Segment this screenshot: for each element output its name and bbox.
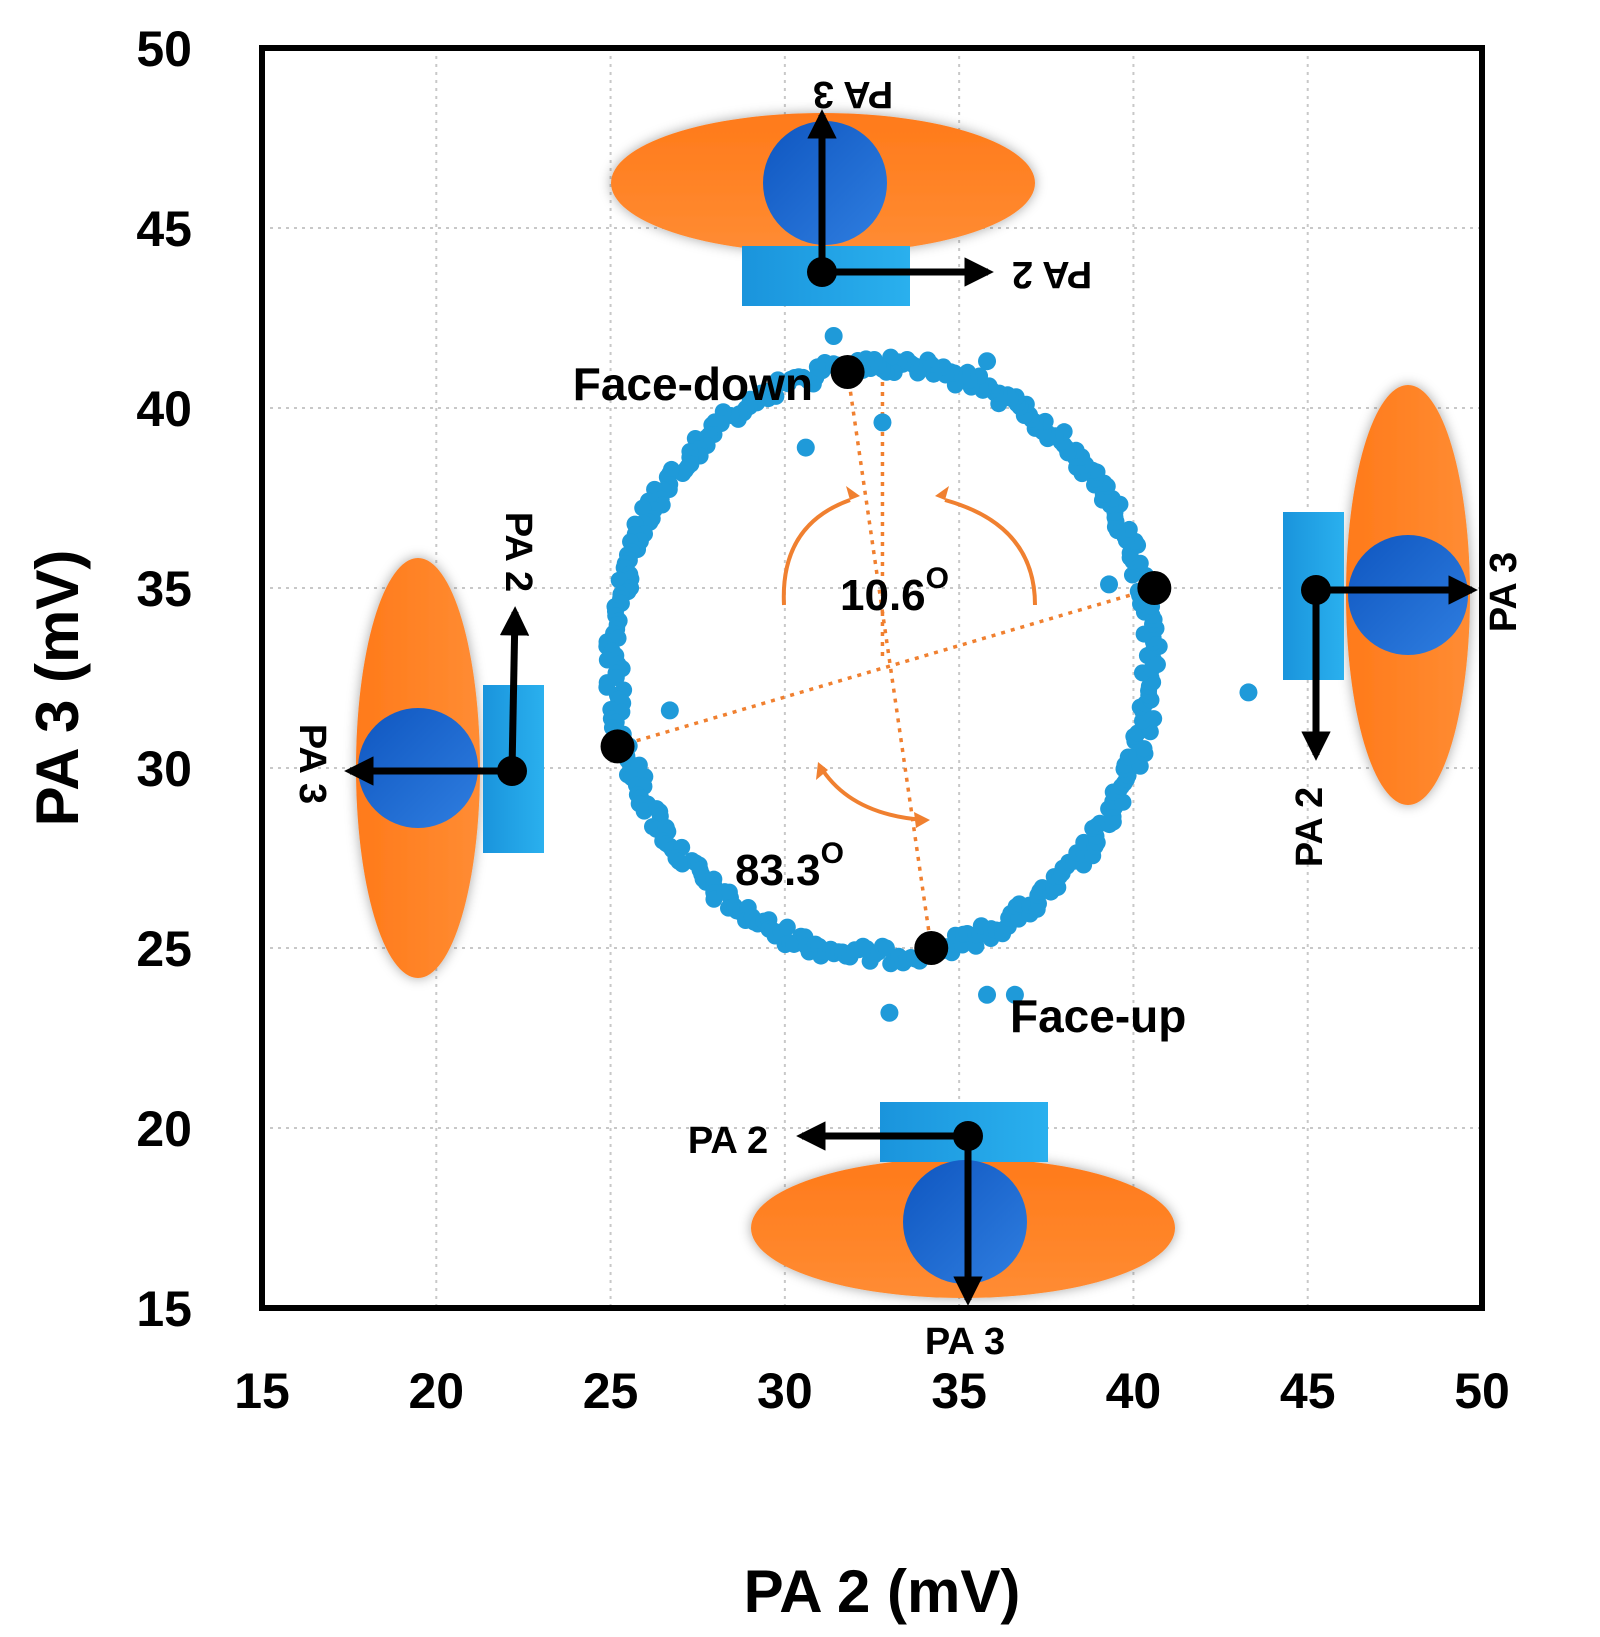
angle-arc-large-head-a [816,762,828,780]
origin-dot [497,756,527,786]
x-tick-label: 40 [1106,1363,1162,1419]
sensor-disc-icon [1348,535,1468,655]
data-point [660,701,679,720]
face-up-label: Face-up [1010,990,1186,1042]
y-tick-label: 25 [136,921,192,977]
y-tick-label: 30 [136,741,192,797]
data-point [824,327,843,345]
y-axis-title: PA 3 (mV) [24,550,91,827]
y-tick-label: 15 [136,1281,192,1337]
angle-large-label: 83.3O [735,837,844,895]
x-tick-label: 15 [234,1363,290,1419]
key-point [830,355,865,389]
origin-dot [953,1121,983,1151]
face-down-label: Face-down [573,358,813,410]
data-point [796,438,815,457]
data-point [1148,656,1166,674]
y-tick-labels: 15 20 25 30 35 40 45 50 [136,21,192,1337]
grid [262,48,1482,1308]
pa2-label: PA 2 [1012,253,1092,295]
side-axis-line [617,586,1155,749]
degree-symbol: O [821,837,844,870]
key-point [600,729,635,764]
angle-arc-left [781,498,851,606]
y-tick-label: 35 [136,561,192,617]
key-points [600,355,1172,965]
data-point [1239,683,1258,702]
x-tick-labels: 15 20 25 30 35 40 45 50 [234,1363,1510,1419]
data-point [978,985,997,1004]
pa2-arrow [499,606,530,772]
data-points [598,327,1258,1022]
data-point [978,352,997,371]
angle-arc-large-head-b [914,812,930,828]
y-tick-label: 50 [136,21,192,77]
origin-dot [1301,575,1331,605]
x-axis-title: PA 2 (mV) [744,1558,1021,1625]
origin-dot [807,257,837,287]
x-tick-label: 20 [408,1363,464,1419]
angle-arc-right-head [935,486,949,500]
pa3-label: PA 3 [925,1321,1005,1363]
data-point [873,413,892,432]
data-point [1005,985,1024,1004]
pa3-label: PA 3 [1483,552,1525,632]
plot-frame [259,45,1485,1311]
pa2-label: PA 2 [497,512,539,592]
y-tick-label: 20 [136,1101,192,1157]
reference-lines [617,371,1155,949]
x-tick-label: 30 [757,1363,813,1419]
key-point [914,931,949,965]
data-point [778,918,796,936]
angle-arc-large [818,764,926,822]
data-point [880,1003,899,1022]
data-point [877,939,895,957]
pa2-label: PA 2 [1289,787,1331,867]
y-tick-label: 45 [136,201,192,257]
data-point [1100,575,1119,594]
pa2-label: PA 2 [688,1120,768,1162]
angle-arc-right [944,498,1037,606]
pa3-label: PA 3 [813,73,893,115]
degree-symbol: O [926,562,949,595]
x-tick-label: 45 [1280,1363,1336,1419]
data-point [882,348,900,366]
y-tick-label: 40 [136,381,192,437]
face-axis-line [845,371,933,949]
pa3-label: PA 3 [291,724,333,804]
x-tick-label: 35 [931,1363,987,1419]
x-tick-label: 25 [583,1363,639,1419]
orientation-icons [344,109,1478,1306]
key-point [1137,571,1172,605]
angle-small-label: 10.6O [840,562,949,620]
angle-arc-left-head [846,486,860,500]
x-tick-label: 50 [1454,1363,1510,1419]
